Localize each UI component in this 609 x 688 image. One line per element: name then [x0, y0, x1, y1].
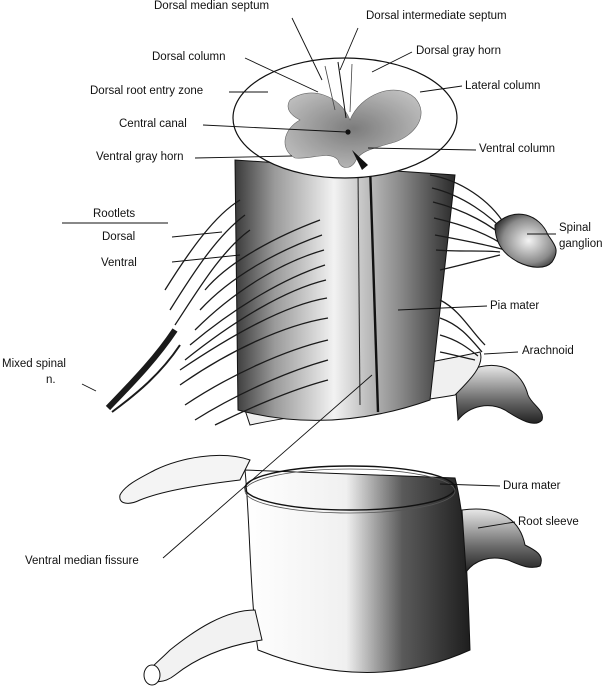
label-mixed-spinal-line1: Mixed spinal: [2, 358, 66, 370]
label-dorsal-median-septum: Dorsal median septum: [154, 0, 270, 12]
cord-cross-section: [232, 57, 458, 179]
left-rootlets: [105, 199, 329, 426]
label-dorsal-column: Dorsal column: [152, 51, 226, 63]
spinal-ganglion: [494, 213, 557, 268]
label-dura-mater: Dura mater: [503, 480, 561, 492]
dura-mater-sleeve: [244, 465, 471, 673]
label-ventral-median-fissure: Ventral median fissure: [25, 555, 139, 567]
label-pia-mater: Pia mater: [490, 300, 540, 312]
label-mixed-spinal-line2: n.: [46, 374, 56, 386]
spinal-cord-cylinder: [234, 159, 456, 421]
label-dorsal: Dorsal: [102, 231, 136, 243]
label-spinal-ganglion-line2: ganglion: [559, 238, 603, 250]
label-arachnoid: Arachnoid: [522, 345, 574, 357]
label-spinal-ganglion-line1: Spinal: [559, 222, 591, 234]
label-dorsal-gray-horn: Dorsal gray horn: [416, 45, 502, 57]
leader-lines: [62, 17, 556, 559]
label-central-canal: Central canal: [119, 118, 187, 130]
label-lateral-column: Lateral column: [465, 80, 541, 92]
label-ventral-gray-horn: Ventral gray horn: [96, 151, 184, 163]
label-ventral-column: Ventral column: [479, 143, 556, 155]
label-ventral: Ventral: [101, 257, 137, 269]
label-dorsal-intermediate-septum: Dorsal intermediate septum: [366, 10, 507, 22]
label-rootlets: Rootlets: [93, 208, 136, 220]
label-dorsal-root-entry-zone: Dorsal root entry zone: [90, 85, 204, 97]
label-root-sleeve: Root sleeve: [518, 516, 579, 528]
